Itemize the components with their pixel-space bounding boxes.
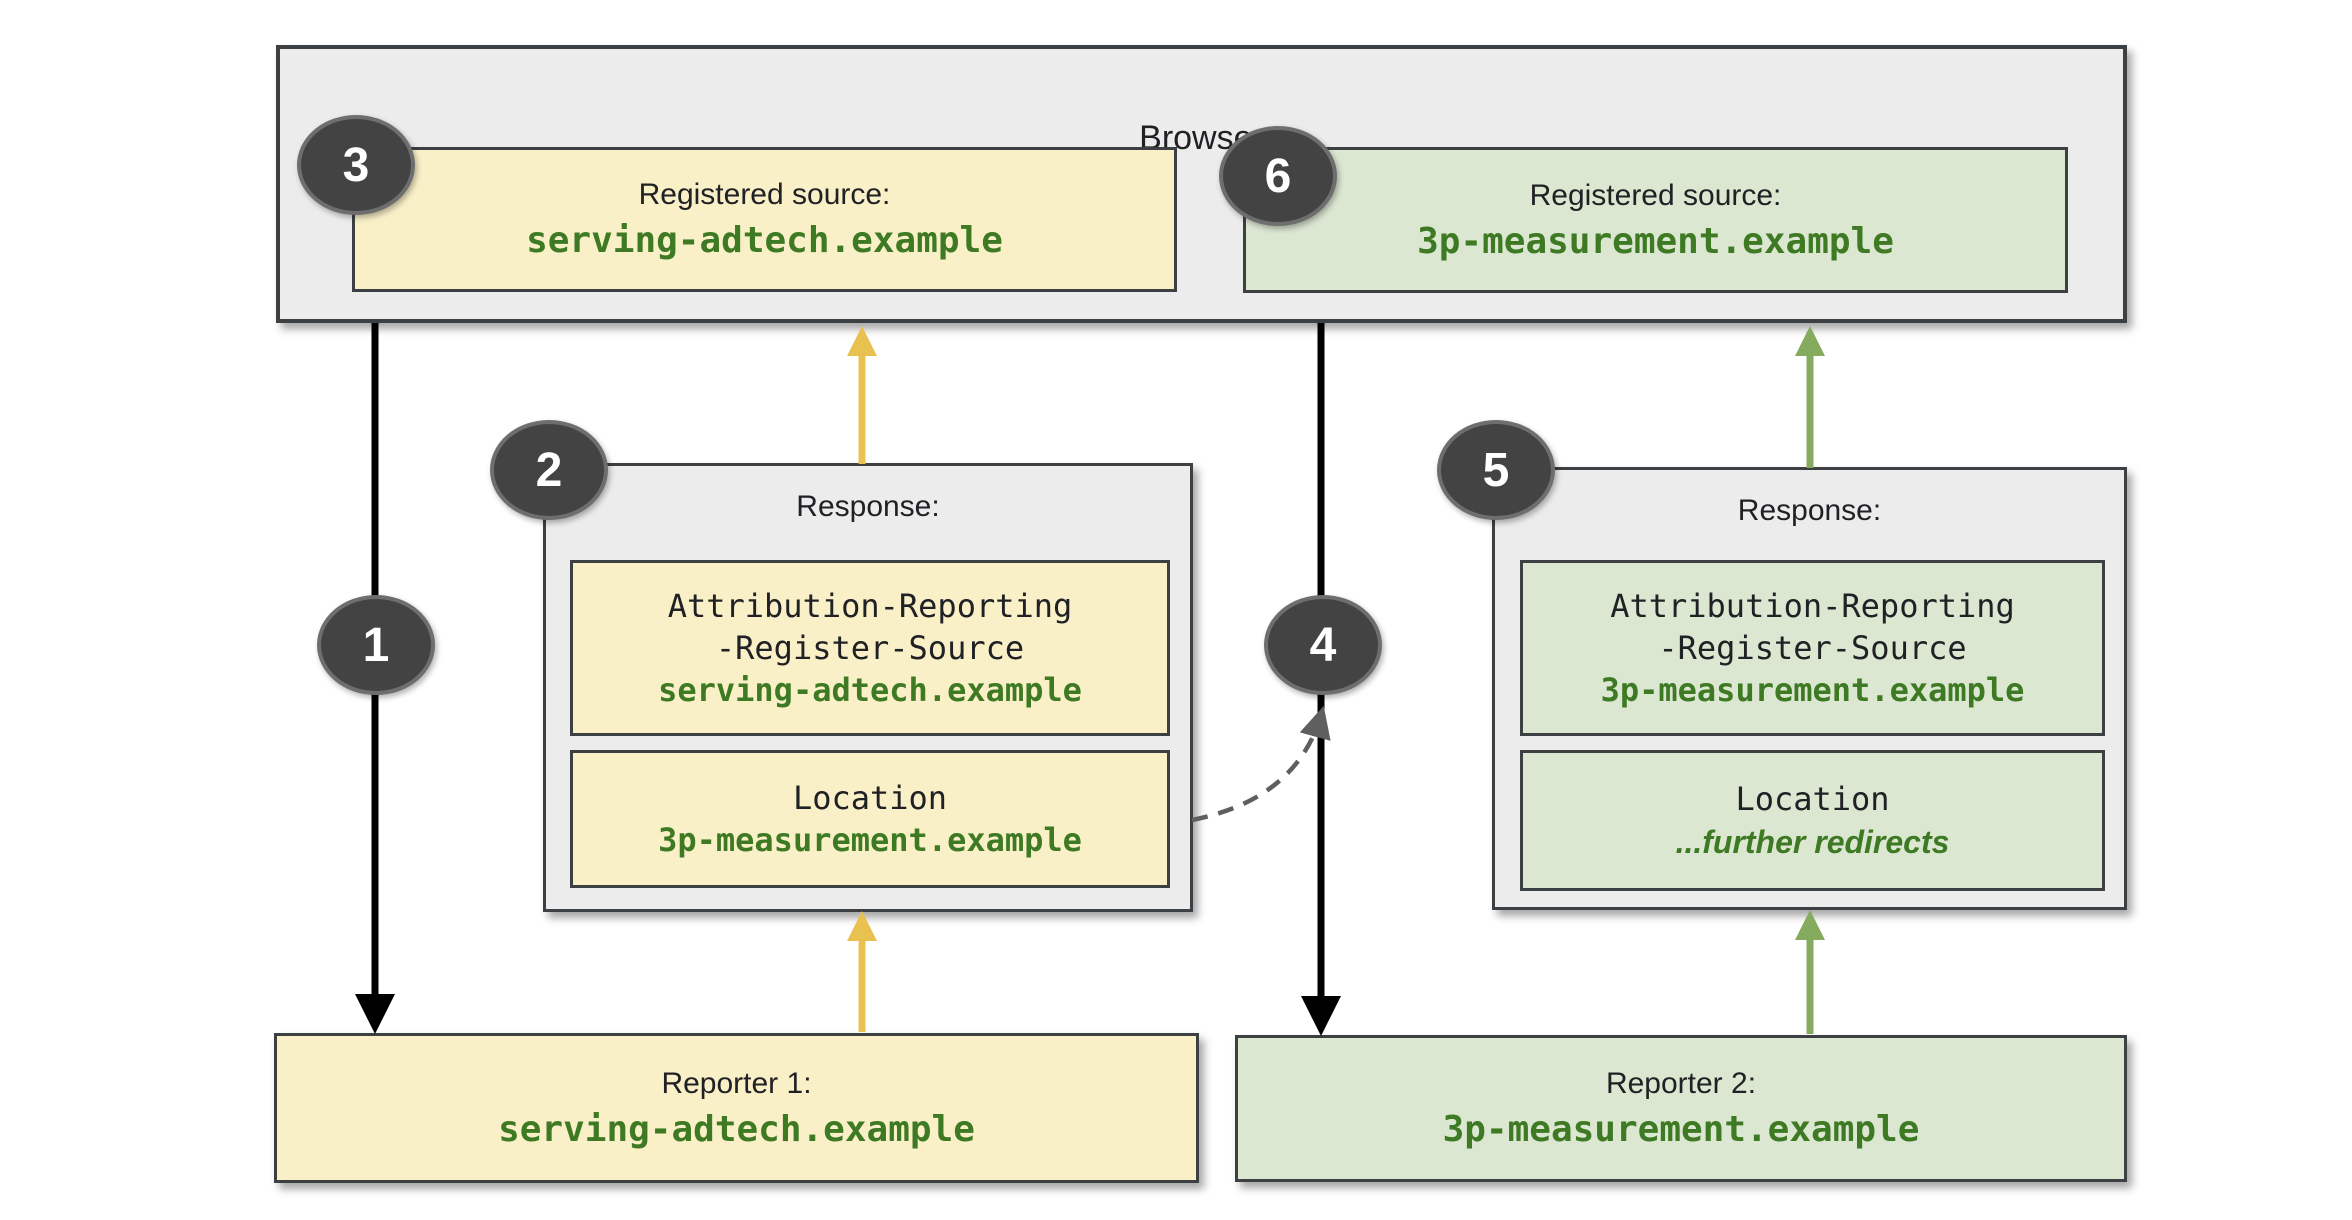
response-2-register-source-header: Attribution-Reporting -Register-Source 3… — [1520, 560, 2105, 736]
response-2-location-header: Location ...further redirects — [1520, 750, 2105, 891]
response-1-location-header: Location 3p-measurement.example — [570, 750, 1170, 888]
registered-source-1-domain: serving-adtech.example — [526, 220, 1003, 261]
arrow-redirect-location-to-step4 — [1191, 705, 1331, 823]
reporter-1-domain: serving-adtech.example — [498, 1108, 975, 1150]
step-badge-4: 4 — [1264, 595, 1382, 695]
reporter-1-box: Reporter 1: serving-adtech.example — [274, 1033, 1199, 1183]
response-2-label: Response: — [1737, 494, 1882, 527]
response-1-header-line2: -Register-Source — [715, 628, 1025, 667]
reporter-2-domain: 3p-measurement.example — [1442, 1109, 1920, 1150]
response-2-header-value: 3p-measurement.example — [1600, 671, 2025, 710]
response-1-header-line1: Attribution-Reporting — [667, 586, 1073, 625]
response-2-header-line1: Attribution-Reporting — [1610, 586, 2015, 625]
registered-source-1-box: Registered source: serving-adtech.exampl… — [352, 147, 1177, 292]
step-badge-3: 3 — [297, 115, 415, 215]
reporter-1-label: Reporter 1: — [661, 1066, 812, 1100]
reporter-2-label: Reporter 2: — [1605, 1067, 1757, 1100]
registered-source-1-label: Registered source: — [638, 178, 891, 211]
registered-source-2-domain: 3p-measurement.example — [1417, 220, 1894, 262]
response-2-location-label: Location — [1735, 780, 1890, 819]
response-2-header-line2: -Register-Source — [1658, 628, 1967, 667]
response-2-location-value: ...further redirects — [1675, 823, 1950, 860]
response-2-box: Response: Attribution-Reporting -Registe… — [1492, 467, 2127, 910]
response-1-location-label: Location — [792, 778, 948, 817]
registered-source-2-label: Registered source: — [1529, 178, 1782, 212]
response-1-header-value: serving-adtech.example — [658, 671, 1082, 710]
response-1-register-source-header: Attribution-Reporting -Register-Source s… — [570, 560, 1170, 736]
response-1-label: Response: — [796, 490, 940, 523]
step-badge-5: 5 — [1437, 420, 1555, 520]
registered-source-2-box: Registered source: 3p-measurement.exampl… — [1243, 147, 2068, 293]
step-badge-6: 6 — [1219, 126, 1337, 226]
step-badge-1: 1 — [317, 595, 435, 695]
reporter-2-box: Reporter 2: 3p-measurement.example — [1235, 1035, 2127, 1182]
step-badge-2: 2 — [490, 420, 608, 520]
response-1-box: Response: Attribution-Reporting -Registe… — [543, 463, 1193, 912]
response-1-location-value: 3p-measurement.example — [658, 821, 1082, 859]
